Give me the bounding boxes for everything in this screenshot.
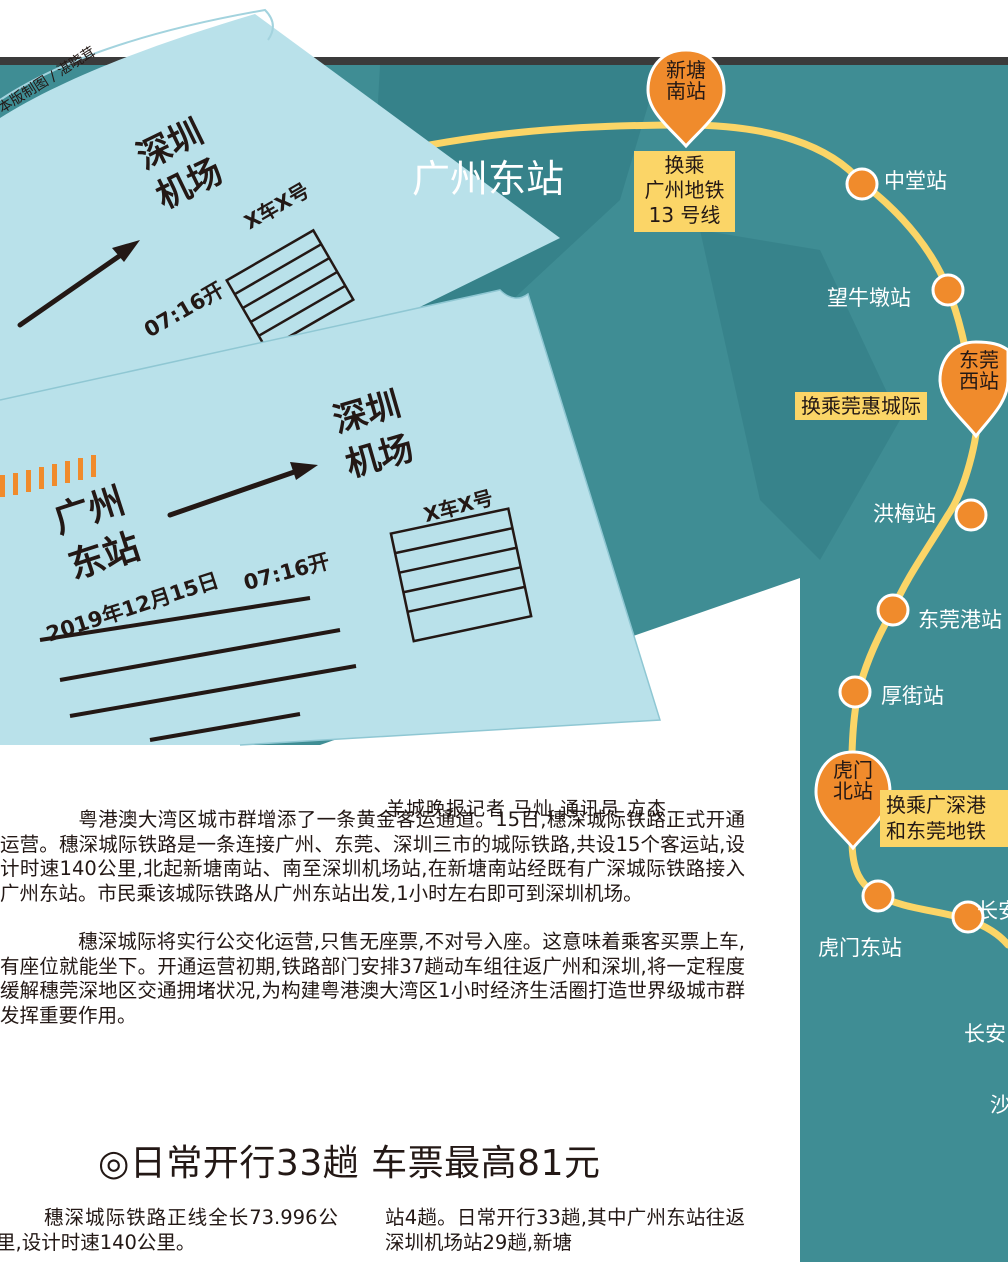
pin-xintang-south — [646, 48, 726, 149]
column-2-text: 站4趟。日常开行33趟,其中广州东站往返深圳机场站29趟,新塘 — [385, 1206, 745, 1254]
section-heading: ◎日常开行33趟 车票最高81元 — [98, 1143, 601, 1184]
ticket-front-stripes — [0, 455, 96, 497]
pin-label-humen-north: 虎门 北站 — [833, 758, 873, 803]
station-dot-houjie — [838, 675, 872, 709]
start-station-label: 广州东站 — [412, 157, 565, 201]
ticket-back-hatch — [224, 228, 356, 352]
station-dot-humen-east — [861, 879, 895, 913]
transfer-gz-metro: 换乘 广州地铁 13 号线 — [634, 151, 735, 232]
top-rule — [0, 57, 1008, 65]
station-dot-changan — [951, 900, 985, 934]
transfer-guanhui: 换乘莞惠城际 — [795, 392, 927, 420]
pin-dongguan-west — [938, 340, 1008, 439]
station-label-sha: 沙 — [990, 1093, 1008, 1117]
station-label-wangniudun: 望牛墩站 — [827, 286, 911, 310]
ticket-back-arrow — [17, 247, 131, 328]
pin-label-dongguan-west: 东莞 西站 — [959, 348, 999, 393]
column-1-text: 穗深城际铁路正线全长73.996公里,设计时速140公里。 — [0, 1206, 338, 1254]
station-label-hongmei: 洪梅站 — [873, 502, 936, 526]
station-dot-hongmei — [954, 498, 988, 532]
ticket-front — [0, 289, 661, 746]
station-label-changan-2: 长安 — [964, 1022, 1006, 1046]
transfer-shenzhen: 换乘广深港 和东莞地铁 — [880, 790, 1008, 847]
pin-label-xintang-south: 新塘 南站 — [666, 58, 706, 103]
ticket-front-lines — [39, 596, 357, 742]
station-label-houjie: 厚街站 — [881, 684, 944, 708]
station-label-humen-east: 虎门东站 — [818, 936, 902, 960]
station-label-dongguan-port: 东莞港站 — [918, 608, 1002, 632]
station-dot-dongguan-port — [876, 593, 910, 627]
ticket-back — [0, 8, 560, 468]
byline: 羊城晚报记者 马灿 通讯员 方杰 — [386, 798, 668, 820]
article-paragraph-2: 穗深城际将实行公交化运营,只售无座票,不对号入座。这意味着乘客买票上车,有座位就… — [0, 930, 745, 1027]
station-dot-zhongtang — [845, 167, 879, 201]
station-label-zhongtang: 中堂站 — [884, 169, 947, 193]
ticket-front-arrow — [167, 467, 303, 518]
article-paragraph-1: 粤港澳大湾区城市群增添了一条黄金客运通道。15日,穗深城际铁路正式开通运营。穗深… — [0, 808, 745, 905]
station-label-changan-1: 长安 — [977, 899, 1008, 923]
ticket-front-hatch — [389, 507, 533, 643]
pin-humen-north — [814, 750, 892, 851]
station-dot-wangniudun — [931, 273, 965, 307]
